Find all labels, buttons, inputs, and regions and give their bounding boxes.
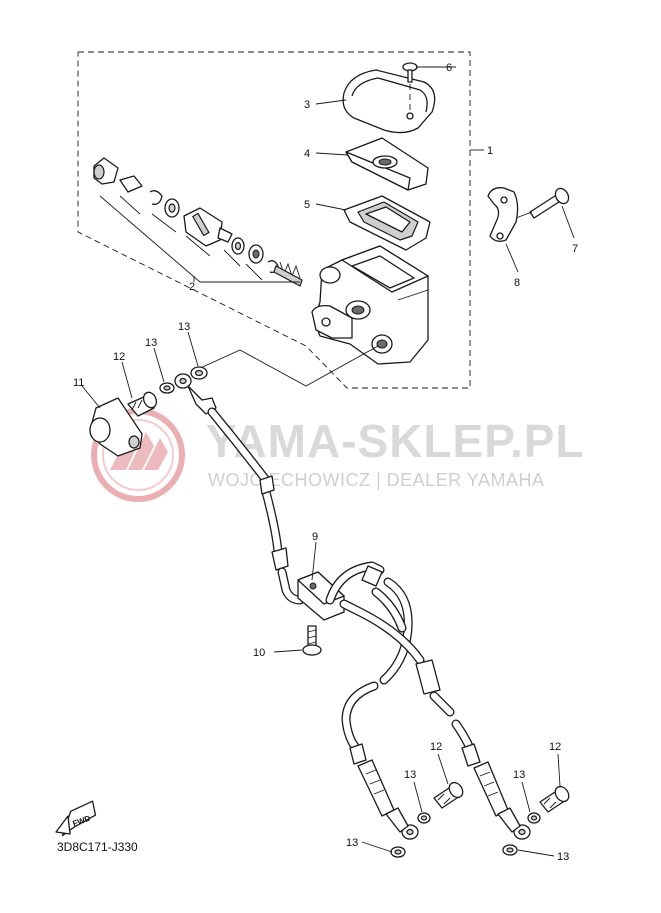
callout-labels: 1 2 3 4 5 6 7 8 9 10 11 12 13 13 12 13 1… bbox=[73, 62, 578, 863]
callout-13-upper-2: 13 bbox=[178, 321, 190, 333]
cap-screw bbox=[402, 62, 418, 112]
copper-washer-upper-2 bbox=[190, 366, 208, 380]
banjo-cover bbox=[89, 397, 143, 457]
joint-bolt bbox=[302, 625, 322, 656]
copper-washer-lower-3 bbox=[527, 812, 541, 824]
callout-13-upper-1: 13 bbox=[145, 337, 157, 349]
brake-hose-left bbox=[325, 561, 419, 840]
banjo-bolt-lower-left bbox=[433, 781, 464, 809]
callout-6: 6 bbox=[446, 62, 452, 74]
watermark-title: YAMA-SKLEP.PL bbox=[206, 415, 585, 467]
callout-1: 1 bbox=[487, 145, 493, 157]
callout-3: 3 bbox=[304, 99, 310, 111]
diaphragm bbox=[343, 195, 431, 251]
brake-hose-right bbox=[339, 587, 531, 840]
callout-8: 8 bbox=[514, 277, 520, 289]
forward-arrow: FWD bbox=[55, 800, 97, 837]
diagram-code: 3D8C171-J330 bbox=[57, 840, 138, 854]
reservoir-cap bbox=[342, 69, 436, 134]
banjo-leader bbox=[195, 345, 379, 387]
diaphragm-plate bbox=[345, 137, 429, 191]
callout-13-lower-3: 13 bbox=[513, 769, 525, 781]
callout-7: 7 bbox=[572, 243, 578, 255]
callout-13-lower-1: 13 bbox=[404, 769, 416, 781]
holder-bolt bbox=[515, 187, 570, 219]
copper-washer-lower-1 bbox=[417, 812, 431, 824]
callout-11: 11 bbox=[73, 377, 84, 389]
callout-13-lower-4: 13 bbox=[557, 851, 569, 863]
copper-washer-lower-2 bbox=[390, 846, 406, 858]
brake-hose-upper bbox=[207, 407, 305, 605]
callout-5: 5 bbox=[304, 199, 310, 211]
assembly-boundary bbox=[77, 51, 471, 389]
copper-washer-upper-1 bbox=[159, 382, 175, 394]
piston-kit bbox=[93, 157, 303, 287]
callout-4: 4 bbox=[304, 148, 310, 160]
callout-12-lower-left: 12 bbox=[430, 741, 442, 753]
callout-leaders bbox=[81, 66, 575, 857]
banjo-bolt-upper bbox=[127, 391, 158, 417]
master-cylinder-body bbox=[311, 245, 429, 365]
callout-13-lower-2: 13 bbox=[346, 837, 358, 849]
callout-10: 10 bbox=[253, 647, 265, 659]
callout-9: 9 bbox=[312, 531, 318, 543]
watermark-subtitle: WOJCIECHOWICZ | DEALER YAMAHA bbox=[208, 470, 545, 490]
watermark: YAMA-SKLEP.PL WOJCIECHOWICZ | DEALER YAM… bbox=[91, 408, 585, 502]
master-cylinder-holder bbox=[487, 187, 519, 242]
callout-12-upper: 12 bbox=[113, 351, 125, 363]
copper-washer-lower-4 bbox=[502, 844, 518, 856]
callout-12-lower-right: 12 bbox=[549, 741, 561, 753]
hose-banjo-upper bbox=[174, 373, 217, 415]
piston-spring bbox=[273, 261, 303, 287]
banjo-bolt-lower-right bbox=[539, 785, 570, 813]
callout-2: 2 bbox=[189, 281, 195, 293]
